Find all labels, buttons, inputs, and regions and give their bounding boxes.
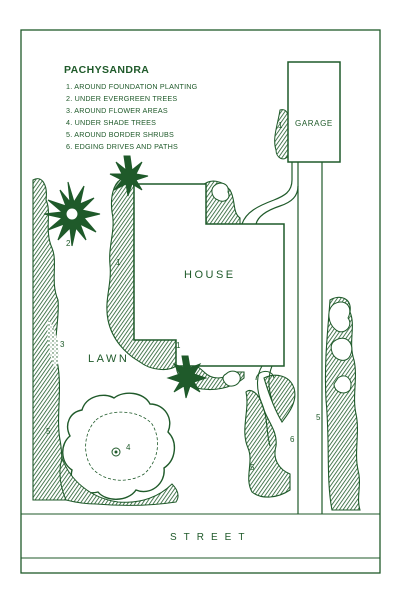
garage-outline <box>287 61 341 163</box>
marker-walk-5: 5 <box>250 463 255 472</box>
marker-evergreen-2: 2 <box>66 239 71 248</box>
marker-left-5: 5 <box>46 427 51 436</box>
walkway <box>256 365 273 447</box>
property-border <box>20 29 381 574</box>
legend-item: 4. UNDER SHADE TREES <box>66 118 156 127</box>
marker-house-bottom-1: 1 <box>176 341 181 350</box>
marker-house-left-1: 1 <box>116 258 121 267</box>
marker-right-5: 5 <box>316 413 321 422</box>
garage-bed <box>274 109 289 160</box>
legend-item: 6. EDGING DRIVES AND PATHS <box>66 142 178 151</box>
house-label: HOUSE <box>184 269 236 281</box>
garage-label: GARAGE <box>295 119 333 128</box>
legend-item: 2. UNDER EVERGREEN TREES <box>66 94 177 103</box>
evergreen-tree-bottom <box>166 355 208 399</box>
right-shrub-outlines <box>328 301 353 394</box>
walk-bed-right <box>263 374 296 423</box>
legend-item: 3. AROUND FLOWER AREAS <box>66 106 168 115</box>
evergreen-tree-small <box>109 155 149 197</box>
street-label: STREET <box>170 532 251 543</box>
legend-title: PACHYSANDRA <box>64 64 149 76</box>
marker-flower-3: 3 <box>60 340 65 349</box>
walkway-arch <box>255 371 275 381</box>
legend-item: 5. AROUND BORDER SHRUBS <box>66 130 174 139</box>
driveway <box>241 162 323 514</box>
legend-list: 1. AROUND FOUNDATION PLANTING 2. UNDER E… <box>66 82 198 151</box>
legend-item: 1. AROUND FOUNDATION PLANTING <box>66 82 198 91</box>
marker-shade-4: 4 <box>126 443 131 452</box>
marker-garage-1: 1 <box>278 121 283 130</box>
house-outline <box>133 183 285 367</box>
shade-tree <box>62 392 175 500</box>
house-top-shrubs <box>211 182 241 387</box>
marker-drive-6: 6 <box>290 435 295 444</box>
shade-tree-bed <box>59 456 179 506</box>
lawn-label: LAWN <box>88 353 129 365</box>
evergreen-tree-large <box>43 181 101 247</box>
left-bed-stipple <box>47 320 59 370</box>
